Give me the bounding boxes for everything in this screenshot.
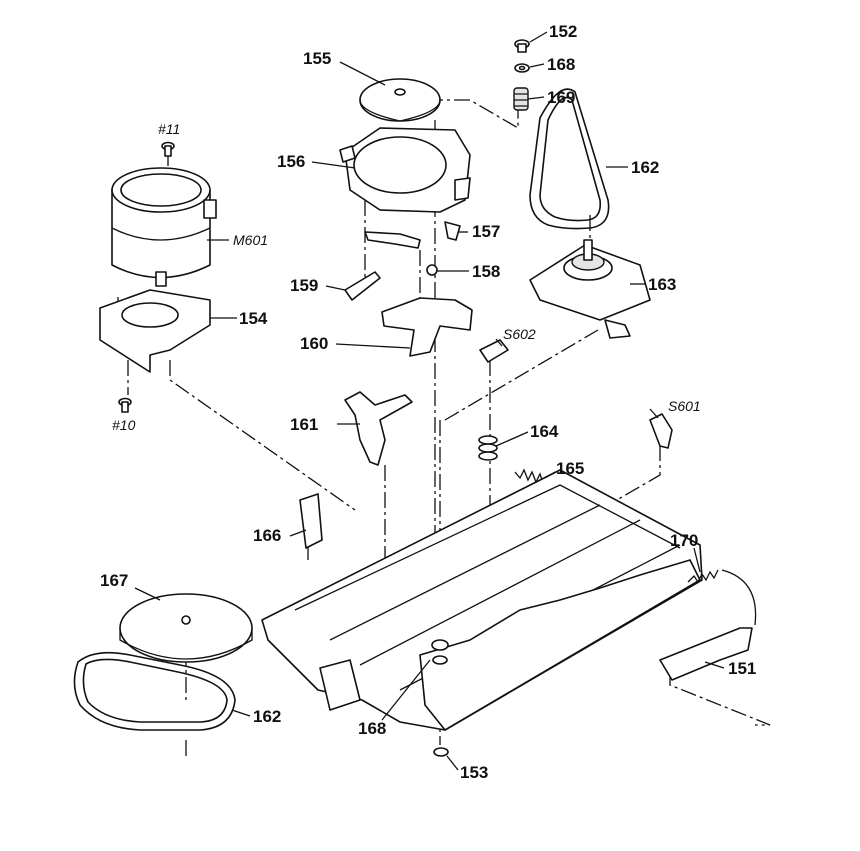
label-161: 161 [290,415,318,434]
pulley-assembly-163 [529,239,651,339]
label-motor-m601: M601 [233,232,268,248]
reel-disc-155 [359,78,441,122]
label-155: 155 [303,49,331,68]
label-164: 164 [530,422,559,441]
lever-159 [344,271,381,301]
motor-m601 [111,167,217,287]
flywheel-167 [119,593,253,663]
label-switch-s601: S601 [668,398,701,414]
spring-164 [478,435,498,461]
label-160: 160 [300,334,328,353]
spring-169 [513,87,529,111]
bracket-166 [299,493,323,549]
label-165: 165 [556,459,584,478]
lever-157 [364,221,461,249]
label-154: 154 [239,309,268,328]
reference-labels: #11 M601 #10 S602 S601 [112,121,701,433]
label-screw-10: #10 [112,417,136,433]
screw-11 [161,141,175,157]
label-156: 156 [277,152,305,171]
switch-s601 [649,413,673,449]
screw-10 [118,397,132,413]
label-166: 166 [253,526,281,545]
label-switch-s602: S602 [503,326,536,342]
leader-lines [134,31,725,771]
motor-bracket-154 [99,289,211,373]
label-168-bottom: 168 [358,719,386,738]
lever-151 [659,627,753,681]
label-153: 153 [460,763,488,782]
label-158: 158 [472,262,500,281]
label-152: 152 [549,22,577,41]
label-167: 167 [100,571,128,590]
label-screw-11: #11 [158,121,180,137]
washer-168-top [514,63,530,73]
part-number-labels: 152 168 169 155 162 156 157 158 159 163 … [100,22,756,782]
washer-168-bottom [432,655,448,665]
spring-170 [687,569,757,626]
label-162-top: 162 [631,158,659,177]
washer-153 [433,747,449,757]
label-162-bottom: 162 [253,707,281,726]
switch-s602 [479,339,509,363]
belt-162-top [529,88,610,230]
label-168-top: 168 [547,55,575,74]
label-169: 169 [547,88,575,107]
label-151: 151 [728,659,756,678]
label-170: 170 [670,531,698,550]
screw-152 [514,39,530,53]
label-157: 157 [472,222,500,241]
pin-158 [426,264,438,276]
belt-162-bottom [73,651,236,731]
bracket-160 [381,297,473,357]
label-163: 163 [648,275,676,294]
main-chassis [261,469,703,731]
reel-table-156 [339,127,471,213]
lever-161 [344,391,413,466]
label-159: 159 [290,276,318,295]
